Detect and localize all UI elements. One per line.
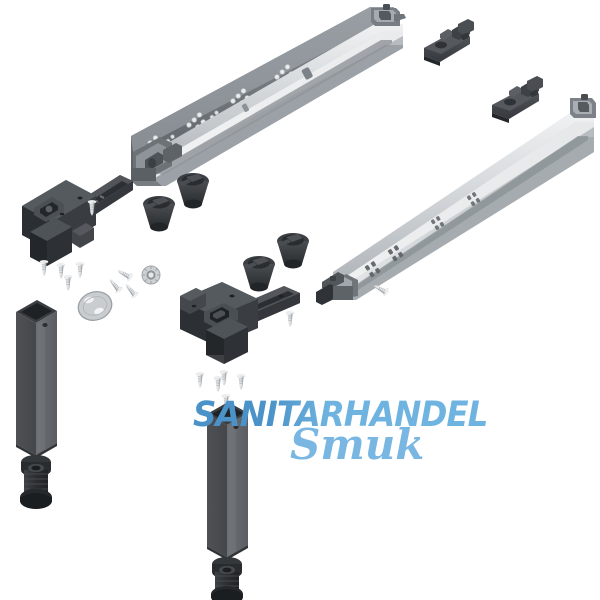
part-oval-plate xyxy=(77,291,113,321)
part-leg-left xyxy=(16,300,57,458)
part-slide-lower xyxy=(316,94,596,305)
part-cap-pair-upper xyxy=(143,173,209,232)
part-round-washer xyxy=(141,265,161,285)
part-leg-right xyxy=(207,402,248,560)
part-cap-pair-lower xyxy=(243,233,309,292)
part-bracket-left xyxy=(22,175,133,266)
part-foot-left xyxy=(20,455,52,509)
slide-upper-front-fitting xyxy=(371,4,406,26)
part-screw-bracket-right xyxy=(285,310,295,328)
part-slide-upper xyxy=(131,4,406,186)
part-bracket-right xyxy=(180,282,300,364)
part-screw-group-right xyxy=(195,369,246,393)
slide-lower-front-fitting xyxy=(570,94,596,118)
part-foot-right xyxy=(211,557,243,600)
part-locking-clip-2 xyxy=(492,76,543,123)
part-screw-group-mid xyxy=(106,266,140,300)
part-locking-clip-1 xyxy=(424,19,474,66)
